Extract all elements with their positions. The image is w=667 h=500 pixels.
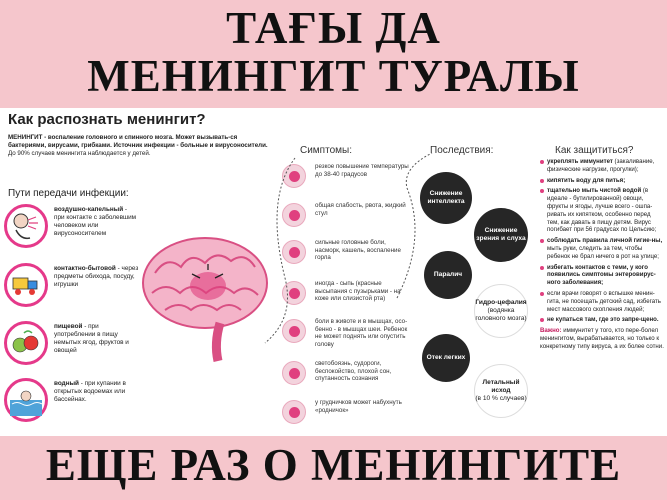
symptom-dot-icon [282,361,306,385]
meningitis-poster: Как распознать менингит? МЕНИНГИТ - восп… [0,108,667,436]
banner-bottom: ЕЩЕ РАЗ О МЕНИНГИТЕ [45,440,622,490]
symptom-item: у грудничков может набухнуть «родничок» [282,398,412,428]
symptom-item: резкое повышение температуры до 38-40 гр… [282,162,412,192]
routes-title: Пути передачи инфекции: [8,188,129,199]
protect-item: тщательно мыть чистой водой (в идеале - … [540,187,664,234]
consequence-text: Гидро-цефалия [475,299,527,306]
important-note: Важно: иммунитет у того, кто пере-болел … [540,327,664,350]
connector-symptoms [264,157,296,344]
symptom-item: общая слабость, рвота, жидкий стул [282,201,412,231]
symptom-item: боли в животе и в мышцах, осо-бенно - в … [282,317,412,348]
intro-rest: До 90% случаев менингита наблюдается у д… [8,150,151,157]
symptom-item: сильные головные боли, насморк, кашель, … [282,238,412,268]
route-airborne: воздушно-капельный - при контакте с забо… [4,204,139,254]
water-icon [10,390,42,416]
symptom-dot-icon [282,400,306,424]
poster-title: Как распознать менингит? [8,111,206,128]
route-desc: - при контакте с заболевшим человеком ил… [54,206,137,237]
route-name: воздушно-капельный [54,206,124,213]
symptom-dot-icon [282,203,306,227]
consequence-text: Отек легких [426,354,466,361]
symptom-dot-icon [282,281,306,305]
protect-item: укреплять иммунитет (закаливание, физиче… [540,158,664,174]
consequence-text: Снижение интеллекта [427,190,465,205]
symptom-dot-icon [282,164,306,188]
protect-item: не купаться там, где это запре-щено. [540,316,664,324]
consequence-lung-edema: Отек легких [422,334,470,382]
symptom-text: иногда - сыпь (красные высыпания с пузыр… [315,280,401,302]
consequence-text: Снижение зрения и слуха [476,227,526,242]
symptoms-title: Симптомы: [300,145,352,156]
banner-top-line1: ТАҒЫ ДА [226,3,441,53]
symptom-item: иногда - сыпь (красные высыпания с пузыр… [282,279,412,309]
route-water: водный - при купании в открытых водоемах… [4,378,139,428]
protect-item: кипятить воду для питья; [540,177,664,185]
symptom-text: светобоязнь, судороги, беспокойство, пло… [315,360,392,382]
consequence-paralysis: Паралич [424,251,472,299]
route-desc: - через предметы обихода, посуду, игрушк… [54,265,139,288]
intro-bold: МЕНИНГИТ - воспаление головного и спинно… [8,134,268,149]
route-name: водный [54,380,79,387]
consequence-text: Паралич [433,271,463,278]
symptom-text: резкое повышение температуры до 38-40 гр… [315,163,409,178]
route-name: контактно-бытовой [54,265,116,272]
symptom-dot-icon [282,319,306,343]
fruit-icon [12,330,39,353]
protect-item: избегать контактов с теми, у кого появил… [540,264,664,287]
consequence-subtext: (водянка головного мозга) [475,307,527,322]
protect-item: соблюдать правила личной гигие-ны, мыть … [540,237,664,260]
brain-illustration [142,237,268,362]
protect-title: Как защититься? [555,145,634,156]
consequence-text: Летальный исход [482,379,520,394]
route-contact: контактно-бытовой - через предметы обихо… [4,263,139,313]
consequence-lethal: Летальный исход(в 10 % случаев) [474,364,528,418]
route-food: пищевой - при употреблении в пищу немыты… [4,321,139,371]
toy-truck-icon [12,277,38,295]
consequence-vision: Снижение зрения и слуха [474,208,528,262]
route-desc: - при употреблении в пищу немытых ягод, … [54,323,129,354]
protect-item: если врачи говорят о вспышке менин-гита,… [540,290,664,313]
sneeze-icon [13,213,38,240]
route-name: пищевой [54,323,83,330]
symptom-text: общая слабость, рвота, жидкий стул [315,202,406,217]
symptom-text: сильные головные боли, насморк, кашель, … [315,239,401,261]
symptom-item: светобоязнь, судороги, беспокойство, пло… [282,359,412,389]
consequence-intellect: Снижение интеллекта [420,172,472,224]
banner-top-line2: МЕНИНГИТ ТУРАЛЫ [87,51,580,101]
consequence-hydrocephalus: Гидро-цефалия(водянка головного мозга) [474,284,528,338]
route-desc: - при купании в открытых водоемах или ба… [54,380,126,403]
consequence-subtext: (в 10 % случаев) [475,395,527,402]
poster-intro: МЕНИНГИТ - воспаление головного и спинно… [8,134,274,158]
connector-consequences [396,152,433,299]
symptom-text: у грудничков может набухнуть «родничок» [315,399,402,414]
symptom-dot-icon [282,240,306,264]
protect-list: укреплять иммунитет (закаливание, физиче… [540,158,664,354]
symptom-text: боли в животе и в мышцах, осо-бенно - в … [315,318,408,348]
consequences-title: Последствия: [430,145,494,156]
